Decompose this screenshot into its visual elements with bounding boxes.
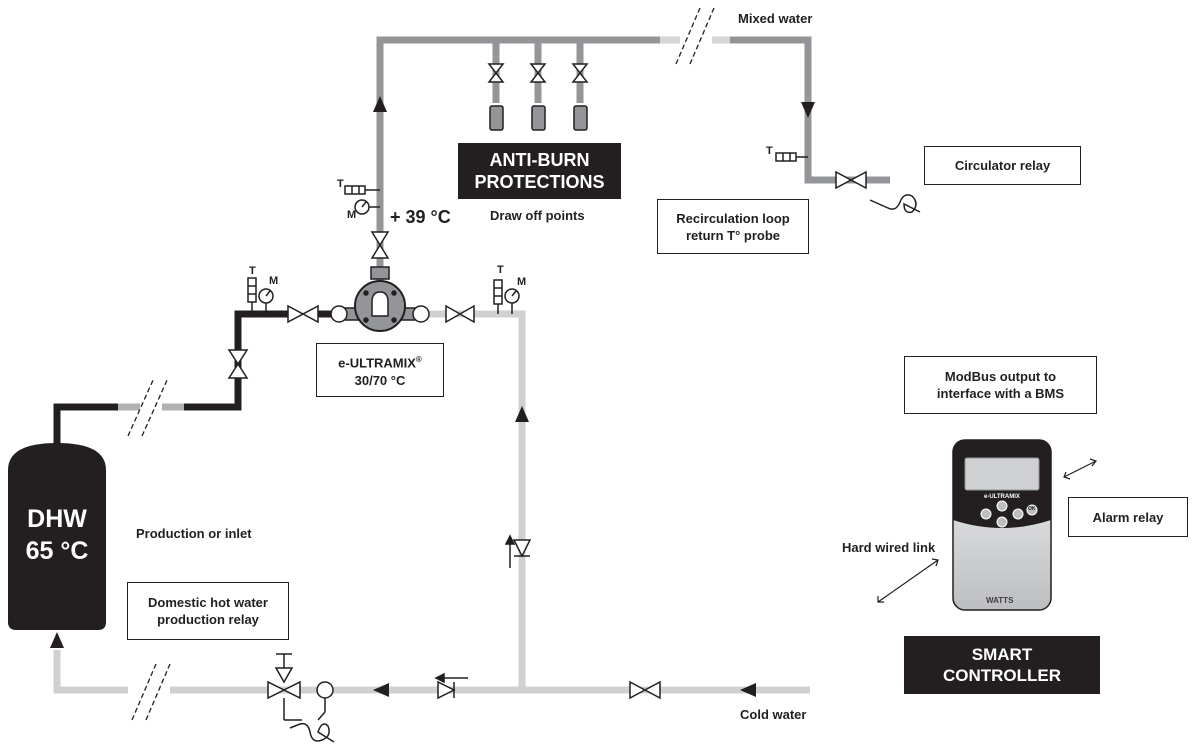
valve-unit-range: 30/70 °C — [354, 372, 406, 388]
anti-burn-line1: ANTI-BURN — [489, 150, 590, 170]
temperature-probe — [775, 152, 808, 162]
flow-arrow-left — [373, 683, 389, 697]
isolation-valve — [445, 304, 475, 324]
recirculation-probe-box: Recirculation loop return T° probe — [657, 199, 809, 254]
modbus-output-box: ModBus output to interface with a BMS — [904, 356, 1097, 414]
controller-maker-label: WATTS — [986, 596, 1014, 605]
dhw-relay-line1: Domestic hot water — [148, 595, 268, 610]
flow-arrow-down — [801, 102, 815, 118]
isolation-valve — [370, 231, 390, 259]
pipe-break-mark — [127, 377, 169, 437]
valve-unit-label: e-ULTRAMIX® 30/70 °C — [316, 343, 444, 397]
controller-screen-brand: e-ULTRAMIX — [984, 494, 1020, 500]
relay-link-icon — [869, 194, 921, 214]
pipe-break-mark — [131, 663, 171, 721]
anti-burn-label: ANTI-BURN PROTECTIONS — [458, 143, 621, 199]
dhw-tank-line1: DHW — [27, 505, 87, 533]
smart-controller-line1: SMART — [971, 645, 1033, 664]
modbus-line2: interface with a BMS — [936, 386, 1065, 401]
isolation-valve — [629, 680, 661, 700]
relay-link-icon — [289, 722, 335, 743]
circulator-relay-text: Circulator relay — [954, 158, 1051, 173]
pressure-gauge — [504, 288, 520, 314]
hot-water-pipe — [53, 310, 340, 470]
recirculation-probe-line1: Recirculation loop — [676, 210, 790, 226]
valve-unit-name-line: e-ULTRAMIX® — [338, 351, 422, 371]
check-valve — [504, 534, 532, 568]
draw-off-taps — [489, 105, 588, 131]
smart-controller-label: SMART CONTROLLER — [904, 636, 1100, 694]
thermometer-letter: T — [249, 265, 256, 277]
recirculation-probe-line2: return T° probe — [685, 227, 781, 243]
manometer-letter: M — [517, 276, 527, 288]
thermometer-letter: T — [766, 145, 773, 157]
isolation-valve — [227, 304, 319, 379]
hard-wired-link-label: Hard wired link — [842, 540, 936, 555]
production-inlet-label: Production or inlet — [136, 526, 252, 541]
dhw-production-relay-box: Domestic hot water production relay — [127, 582, 289, 640]
isolation-valve — [835, 170, 867, 190]
check-valve — [434, 672, 468, 700]
thermometer-letter: T — [497, 264, 504, 276]
draw-off-points-label: Draw off points — [490, 208, 585, 223]
pipe-break-mark — [675, 7, 715, 65]
circulator-pump — [316, 681, 334, 721]
smart-controller-line2: CONTROLLER — [942, 666, 1062, 685]
mixed-water-pipe — [376, 36, 890, 290]
circulator-relay-box: Circulator relay — [924, 146, 1081, 185]
valve-unit-reg: ® — [415, 355, 422, 365]
thermometer-letter: T — [337, 178, 344, 190]
controller-ok-button: OK — [1028, 506, 1036, 512]
flow-arrow-up — [50, 632, 64, 648]
mixing-valve — [330, 266, 430, 332]
temperature-gauge — [247, 277, 257, 314]
dhw-tank-line2: 65 °C — [25, 537, 89, 565]
draw-off-valves — [487, 63, 589, 83]
manometer-letter: M — [269, 275, 279, 287]
motorised-valve — [267, 653, 302, 721]
temp-setpoint-label: + 39 °C — [390, 207, 451, 227]
dhw-relay-line2: production relay — [157, 612, 259, 627]
cold-water-label: Cold water — [740, 707, 807, 722]
flow-arrow-left — [740, 683, 756, 697]
pressure-gauge — [258, 288, 274, 314]
pressure-gauge — [354, 199, 380, 215]
alarm-relay-text: Alarm relay — [1092, 509, 1164, 525]
smart-controller-device — [952, 439, 1052, 611]
alarm-relay-box: Alarm relay — [1068, 497, 1188, 537]
temperature-gauge — [493, 279, 503, 314]
mixed-water-label: Mixed water — [738, 11, 813, 26]
flow-arrow-up — [515, 406, 529, 422]
modbus-line1: ModBus output to — [944, 369, 1057, 384]
valve-unit-name: e-ULTRAMIX — [338, 355, 416, 371]
temperature-gauge — [344, 185, 380, 195]
dhw-tank-label: DHW 65 °C — [8, 495, 106, 575]
manometer-letter: M — [347, 209, 357, 221]
link-arrow — [877, 458, 1098, 603]
dhw-tank — [8, 443, 106, 630]
flow-arrow-up — [373, 96, 387, 112]
anti-burn-line2: PROTECTIONS — [474, 172, 605, 192]
